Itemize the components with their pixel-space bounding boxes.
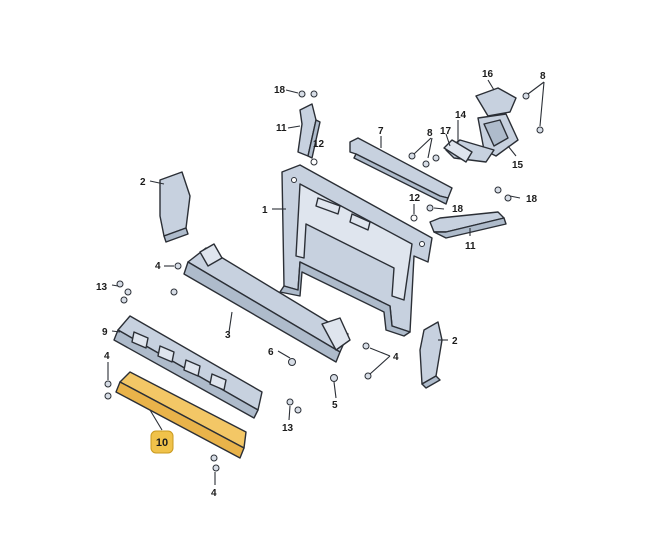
fasteners (104, 90, 544, 472)
part-bracket-upper (297, 103, 321, 159)
clip-icon (310, 158, 318, 166)
bolt-icon (116, 280, 132, 304)
callout-18-mid: 18 (452, 204, 464, 215)
bolt-icon (286, 398, 302, 414)
callout-1: 1 (262, 205, 268, 216)
callout-8-right: 8 (540, 71, 546, 82)
callout-18-right: 18 (526, 194, 538, 205)
callout-11-top: 11 (276, 123, 287, 134)
callout-17: 17 (440, 126, 452, 137)
callout-labels: 18 11 12 7 8 8 16 14 17 15 18 12 18 11 1… (96, 69, 546, 499)
callout-12-top: 12 (313, 139, 325, 150)
callout-5: 5 (332, 400, 338, 411)
callout-4-bottom: 4 (211, 488, 217, 499)
callout-10-label: 10 (156, 437, 168, 449)
callout-3: 3 (225, 330, 231, 341)
part-bumper-carrier-beam (183, 243, 351, 363)
bolt-icon (210, 454, 220, 472)
callout-4-left: 4 (104, 351, 110, 362)
callout-14: 14 (455, 110, 467, 121)
part-air-duct-group (443, 87, 519, 163)
part-energy-absorber (113, 315, 263, 419)
callout-2-right: 2 (452, 336, 458, 347)
callout-6: 6 (268, 347, 274, 358)
callout-12-right: 12 (409, 193, 421, 204)
bolt-icon (408, 152, 440, 168)
bolt-icon (104, 380, 112, 400)
bolt-icon (426, 204, 434, 212)
bolt-icon (288, 358, 296, 366)
callout-13-bottom: 13 (282, 423, 294, 434)
bolt-icon (522, 92, 544, 134)
callout-9: 9 (102, 327, 108, 338)
part-radiator-support-frame (279, 164, 433, 337)
callout-16: 16 (482, 69, 494, 80)
callout-7: 7 (378, 126, 384, 137)
callout-10-highlighted: 10 (150, 430, 174, 454)
part-strut-right (429, 211, 507, 239)
callout-8-mid: 8 (427, 128, 433, 139)
callout-13-left: 13 (96, 282, 108, 293)
clip-icon (410, 214, 418, 222)
callout-4-upper: 4 (155, 261, 161, 272)
part-side-bracket-left (159, 171, 191, 243)
callout-4-right: 4 (393, 352, 399, 363)
callout-15: 15 (512, 160, 524, 171)
part-10-lower-deflector-highlighted (115, 371, 247, 459)
part-16 (475, 87, 517, 117)
bolt-icon (170, 262, 182, 296)
leader-lines (107, 79, 545, 485)
part-side-bracket-right (419, 321, 443, 389)
callout-2-left: 2 (140, 177, 146, 188)
bolt-icon (494, 186, 512, 202)
part-upper-cross-member (349, 137, 453, 205)
bolt-icon (330, 374, 338, 382)
callout-11-right: 11 (465, 241, 476, 252)
bolt-icon (298, 90, 318, 98)
bolt-icon (362, 342, 372, 380)
callout-18-top: 18 (274, 85, 286, 96)
